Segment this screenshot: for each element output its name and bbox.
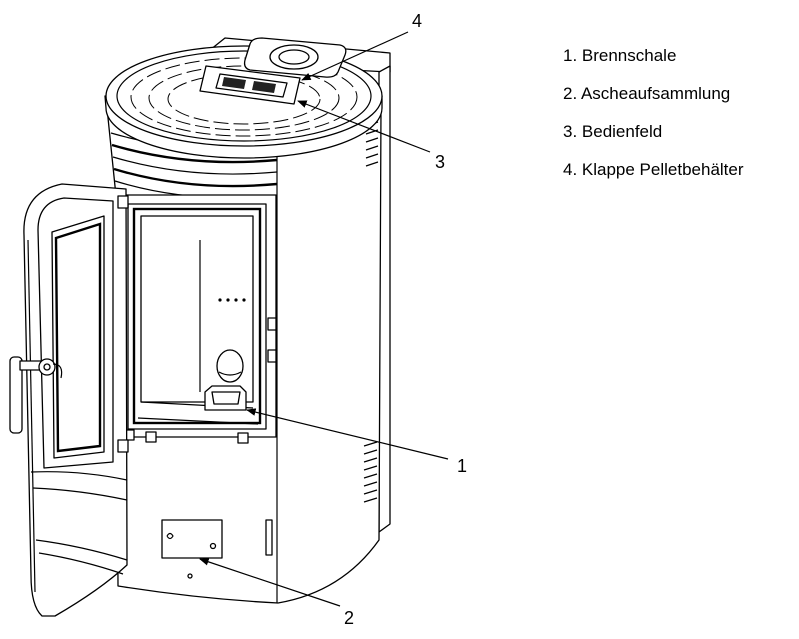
parts-legend: 1. Brennschale 2. Ascheaufsammlung 3. Be… (563, 46, 744, 198)
leader-line-2 (199, 558, 341, 607)
callout-number-4: 4 (412, 11, 422, 31)
leader-line-3 (297, 100, 431, 153)
legend-item-control-panel: 3. Bedienfeld (563, 122, 663, 141)
callout-number-3: 3 (435, 152, 445, 172)
side-vents-lower (363, 441, 378, 503)
leader-line-1 (246, 408, 449, 460)
door-handle (9, 356, 63, 434)
callout-number-1: 1 (457, 456, 467, 476)
ash-drawer (161, 519, 223, 559)
firebox-frame (119, 194, 277, 438)
lower-front-panel (123, 429, 273, 579)
leader-line-4 (301, 31, 409, 81)
callout-number-2: 2 (344, 608, 354, 628)
control-panel (199, 65, 301, 105)
legend-item-burn-pot: 1. Brennschale (563, 46, 677, 65)
legend-item-ash-collection: 2. Ascheaufsammlung (563, 84, 731, 103)
pellet-hopper-flap (243, 37, 347, 78)
open-door (23, 183, 129, 617)
sight-glass (216, 349, 244, 383)
legend-item-pellet-flap: 4. Klappe Pelletbehälter (563, 160, 744, 179)
burn-pot (204, 385, 247, 411)
